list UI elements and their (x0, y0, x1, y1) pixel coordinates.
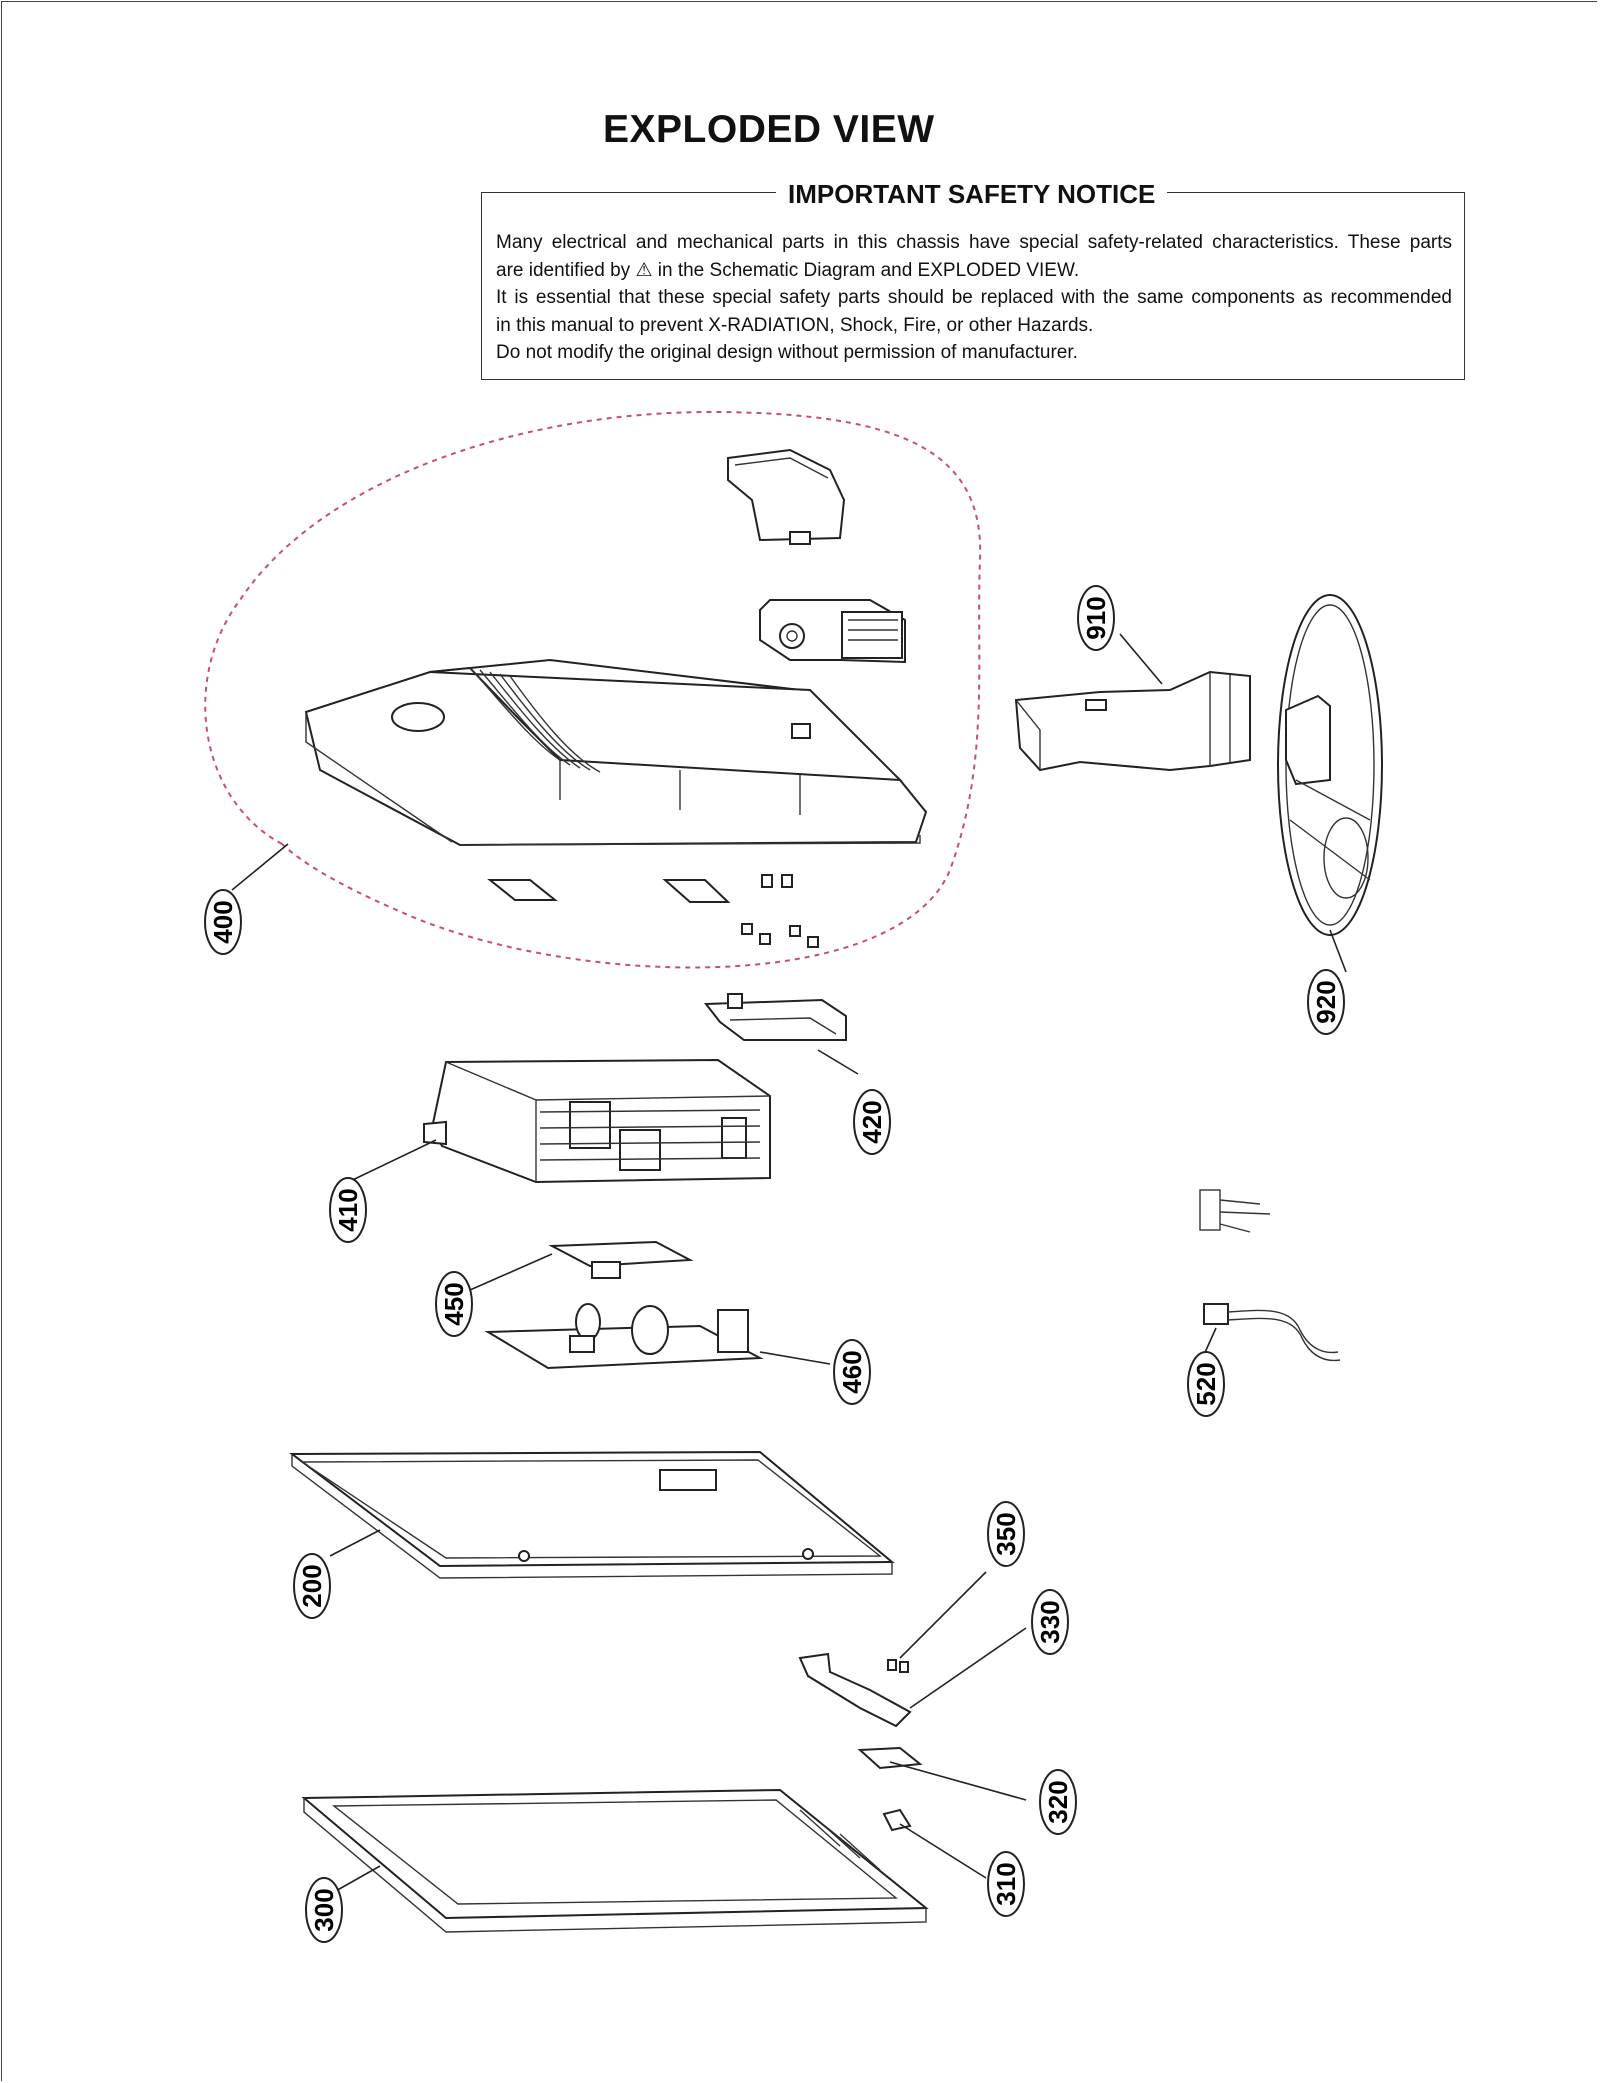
control-board-320 (857, 1746, 923, 1770)
callout-200-label: 200 (297, 1564, 327, 1607)
callout-320-label: 320 (1043, 1780, 1073, 1823)
callout-520: 520 (1187, 1351, 1225, 1417)
front-cabinet-300 (301, 1788, 929, 1933)
callout-450: 450 (435, 1271, 473, 1337)
notice-line-2-start: are identified by (496, 259, 631, 281)
callout-300-label: 300 (309, 1888, 339, 1931)
stand-neck-910 (1014, 670, 1251, 772)
callout-410: 410 (329, 1177, 367, 1243)
callout-400: 400 (204, 889, 242, 955)
callout-420-label: 420 (857, 1100, 887, 1143)
notice-line-5: Do not modify the original design withou… (496, 342, 1078, 363)
safety-notice-box: IMPORTANT SAFETY NOTICE Many electrical … (481, 179, 1465, 380)
callout-320: 320 (1039, 1769, 1077, 1835)
screws-350 (887, 1659, 909, 1673)
rear-cover-brackets (487, 874, 819, 948)
callout-350: 350 (987, 1501, 1025, 1567)
notice-line-3: It is essential that these special safet… (496, 287, 1452, 308)
module-frame-200 (289, 1450, 895, 1579)
callout-910: 910 (1077, 585, 1115, 651)
leader-lines (231, 633, 1347, 1893)
callout-330: 330 (1031, 1589, 1069, 1655)
cable-connectors (1199, 1189, 1341, 1362)
callout-920: 920 (1307, 969, 1345, 1035)
callout-310-label: 310 (991, 1862, 1021, 1905)
callout-460-label: 460 (837, 1350, 867, 1393)
page-title: EXPLODED VIEW (603, 108, 935, 151)
safety-notice-body: Many electrical and mechanical parts in … (496, 229, 1452, 367)
safety-notice-heading: IMPORTANT SAFETY NOTICE (776, 179, 1168, 210)
callout-200: 200 (293, 1553, 331, 1619)
callout-910-label: 910 (1081, 596, 1111, 639)
rear-cover (304, 658, 928, 847)
notice-line-2: are identified by ⚠ in the Schematic Dia… (496, 257, 1452, 285)
callout-350-label: 350 (991, 1512, 1021, 1555)
group-400-outline (204, 410, 982, 969)
callout-310: 310 (987, 1851, 1025, 1917)
callout-420: 420 (853, 1089, 891, 1155)
callout-400-label: 400 (208, 900, 238, 943)
notice-line-2-end: in the Schematic Diagram and EXPLODED VI… (657, 259, 1080, 281)
notice-line-4: in this manual to prevent X-RADIATION, S… (496, 314, 1094, 336)
power-board-460 (484, 1303, 764, 1370)
button-310 (882, 1808, 912, 1832)
stand-base-920 (1277, 594, 1383, 936)
callout-460: 460 (833, 1339, 871, 1405)
callout-450-label: 450 (439, 1282, 469, 1325)
back-cover-cap (727, 448, 846, 545)
notice-line-1: Many electrical and mechanical parts in … (496, 232, 1452, 253)
warning-triangle-icon: ⚠ (635, 259, 653, 281)
callout-920-label: 920 (1311, 980, 1341, 1023)
callout-330-label: 330 (1035, 1600, 1065, 1643)
callout-410-label: 410 (333, 1188, 363, 1231)
pcb-450 (548, 1240, 694, 1279)
flat-cable-330 (798, 1652, 912, 1728)
shield-case-410 (423, 1058, 771, 1184)
bracket-420 (704, 993, 847, 1041)
hinge-assembly (759, 599, 906, 664)
callout-300: 300 (305, 1877, 343, 1943)
callout-520-label: 520 (1191, 1362, 1221, 1405)
